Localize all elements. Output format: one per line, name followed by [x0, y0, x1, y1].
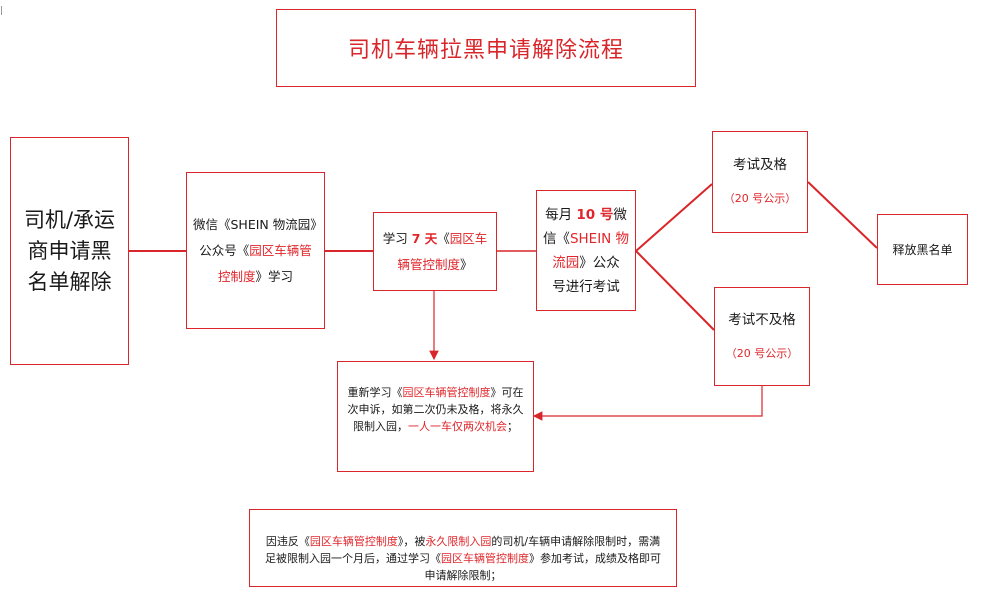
study-red-2: 辆管控制度	[397, 256, 460, 272]
retry-e: ；	[507, 420, 518, 433]
exam-day: 10 号	[576, 206, 614, 223]
monthly-exam-box: 每月 10 号微 信《SHEIN 物 流园》公众 号进行考试	[536, 190, 636, 311]
note-e: 的司机/车辆申请解除限制时，需满足被限制入园一个月后，通过学习《	[265, 535, 661, 565]
note-c: 》，被	[397, 535, 426, 548]
retry-d-red: 一人一车仅两次机会	[408, 420, 507, 433]
exam-pass-box: 考试及格 （20 号公示）	[712, 131, 808, 233]
flow-title-text: 司机车辆拉黑申请解除流程	[347, 38, 624, 63]
exam-line-2-a: 信《	[542, 230, 570, 247]
exam-fail-note: （20 号公示）	[725, 346, 799, 360]
study-close: 》	[460, 256, 473, 272]
wechat-study-line-2-red: 园区车辆管	[249, 242, 312, 258]
study-red-1: 园区车	[449, 230, 488, 246]
page-corner-mark	[1, 6, 7, 15]
connector-pass-release	[807, 181, 878, 249]
wechat-study-box: 微信《SHEIN 物流园》 公众号《园区车辆管 控制度》学习	[186, 172, 325, 329]
exam-line-2-red: SHEIN 物	[569, 230, 630, 247]
retry-c: 》可在次申诉，如第二次仍未及格，将永久限制入园，	[347, 386, 524, 433]
exam-prefix: 每月	[545, 206, 573, 223]
wechat-study-line-1: 微信《SHEIN 物流园》	[193, 216, 323, 232]
study-open: 《	[437, 230, 450, 246]
start-step-box: 司机/承运 商申请黑 名单解除	[10, 137, 129, 365]
connector-exam-pass	[635, 183, 713, 252]
exam-pass-note: （20 号公示）	[723, 192, 797, 205]
exam-pass-label: 考试及格	[733, 157, 787, 173]
exam-fail-label: 考试不及格	[728, 311, 796, 328]
wechat-study-line-2-prefix: 公众号《	[199, 242, 250, 258]
study-days: 7 天	[411, 230, 438, 246]
start-step-line-1: 司机/承运	[23, 207, 116, 232]
connector-exam-fail	[635, 250, 715, 331]
release-blacklist-box: 释放黑名单	[877, 214, 968, 285]
arrow-fail-retry	[532, 386, 763, 421]
retry-a: 重新学习《	[347, 386, 403, 399]
note-f-red: 园区车辆管控制度	[441, 552, 529, 565]
seven-day-study-box: 学习 7 天《园区车 辆管控制度》	[373, 212, 497, 291]
permanent-ban-note-box: 因违反《园区车辆管控制度》，被永久限制入园的司机/车辆申请解除限制时，需满足被限…	[249, 509, 677, 587]
release-blacklist-label: 释放黑名单	[892, 243, 953, 257]
start-step-line-3: 名单解除	[27, 269, 112, 294]
note-b-red: 园区车辆管控制度	[309, 535, 398, 548]
wechat-study-line-3-red: 控制度	[217, 268, 256, 284]
note-g: 》参加考试，成绩及格即可申请解除限制；	[424, 552, 662, 582]
study-prefix: 学习	[382, 230, 408, 246]
exam-after-day: 微	[613, 206, 627, 223]
start-step-line-2: 商申请黑	[27, 238, 112, 263]
retry-study-box: 重新学习《园区车辆管控制度》可在次申诉，如第二次仍未及格，将永久限制入园，一人一…	[337, 361, 534, 472]
note-d-red: 永久限制入园	[425, 535, 492, 548]
retry-b-red: 园区车辆管控制度	[402, 386, 491, 399]
flow-title: 司机车辆拉黑申请解除流程	[276, 9, 696, 87]
exam-line-3-b: 》公众	[579, 254, 620, 271]
exam-fail-box: 考试不及格 （20 号公示）	[714, 287, 810, 386]
wechat-study-line-3-suffix: 》学习	[255, 268, 294, 284]
exam-line-3-red: 流园	[552, 254, 580, 271]
exam-line-4: 号进行考试	[552, 278, 620, 295]
note-a: 因违反《	[265, 535, 310, 548]
